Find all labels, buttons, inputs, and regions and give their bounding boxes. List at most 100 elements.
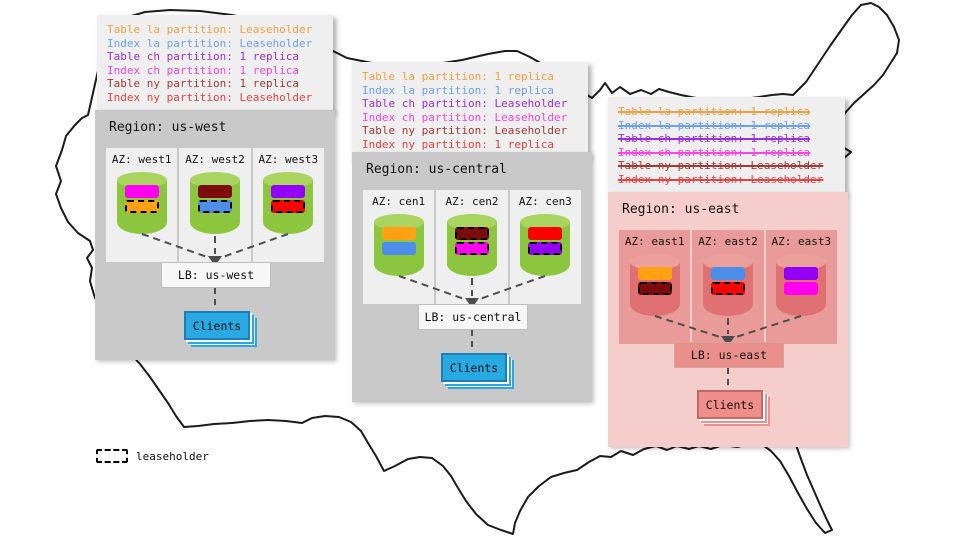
annotation-line: Table ch partition: 1 replica [618,132,811,145]
cylinder-top [263,172,314,188]
partition-bar [784,267,819,280]
region-title: Region: us-west [109,120,227,135]
annotation-line: Table ny partition: 1 replica [107,77,300,90]
cylinder-top [629,254,680,270]
annotation-line: Table la partition: 1 replica [362,70,555,83]
clients-label: Clients [192,318,242,333]
partition-bars [637,267,672,295]
partition-bars [710,267,745,295]
annotation-box-us-central: Table la partition: 1 replica Index la p… [352,62,588,159]
annotation-line: Index ny partition: 1 replica [362,137,555,151]
az-label: AZ: west1 [111,153,172,166]
annotation-line: Index ch partition: Leaseholder [362,110,568,124]
lb-label: LB: us-central [424,310,522,324]
az-box-west3: AZ: west3 [252,148,324,262]
partition-bar [381,227,416,240]
region-us-central: Region: us-central AZ: cen1 AZ: cen2 [352,152,592,402]
lb-label: LB: us-east [690,348,768,362]
az-box-east2: AZ: east2 [692,230,764,344]
region-us-west: Region: us-west AZ: west1 AZ: west2 [95,110,335,360]
legend-label: leaseholder [136,449,209,463]
partition-bar [710,282,745,295]
partition-bar [528,242,563,255]
annotation-line: Index la partition: 1 replica [618,118,811,132]
partition-bar [784,282,819,295]
partition-bars [124,185,159,213]
az-box-cen2: AZ: cen2 [436,190,508,304]
partition-bars [197,185,232,213]
partition-bar [454,242,489,255]
annotation-line: Index ch partition: 1 replica [618,145,811,159]
az-box-east3: AZ: east3 [765,230,837,344]
az-label: AZ: west2 [185,153,245,166]
az-row: AZ: east1 AZ: east2 [619,230,837,344]
cylinder-top [702,254,753,270]
partition-bars [454,227,489,255]
database-cylinder [776,254,827,316]
cylinder-top [776,254,827,270]
az-box-east1: AZ: east1 [619,230,691,344]
clients-box: Clients [184,311,250,340]
az-label: AZ: cen2 [445,195,499,208]
az-label: AZ: west3 [258,153,319,166]
legend: leaseholder [96,449,209,463]
annotation-line: Index ny partition: Leaseholder [618,172,824,186]
annotation-line: Table ny partition: Leaseholder [618,159,824,172]
az-label: AZ: east3 [771,235,832,248]
annotation-box-us-east: Table la partition: 1 replica Index la p… [608,97,845,194]
partition-bars [528,227,563,255]
database-cylinder [189,172,240,234]
az-box-cen3: AZ: cen3 [509,190,581,304]
database-cylinder [702,254,753,316]
annotation-line: Index ch partition: 1 replica [107,63,300,77]
annotation-line: Index la partition: 1 replica [362,83,555,97]
clients-box: Clients [697,390,763,419]
annotation-line: Table la partition: 1 replica [618,105,811,118]
partition-bars [784,267,819,295]
region-title: Region: us-central [366,162,507,177]
clients-box: Clients [441,353,507,382]
lb-box: LB: us-central [418,304,528,330]
annotation-line: Table ch partition: Leaseholder [362,97,568,110]
region-title: Region: us-east [622,202,740,217]
clients-label: Clients [705,397,755,412]
annotation-line: Table la partition: Leaseholder [107,23,313,36]
az-row: AZ: west1 AZ: west2 [106,148,324,262]
partition-bar [271,185,306,198]
partition-bars [381,227,416,255]
partition-bar [454,227,489,240]
database-cylinder [446,214,497,276]
region-us-east: Region: us-east AZ: east1 AZ: east2 [608,192,848,447]
partition-bar [528,227,563,240]
partition-bar [710,267,745,280]
partition-bar [124,200,159,213]
annotation-line: Table ny partition: Leaseholder [362,124,568,137]
database-cylinder [373,214,424,276]
partition-bars [271,185,306,213]
az-label: AZ: east1 [624,235,685,248]
database-cylinder [520,214,571,276]
clients-label: Clients [449,360,499,375]
annotation-line: Index ny partition: Leaseholder [107,90,313,104]
lb-label: LB: us-west [177,268,255,282]
partition-bar [197,185,232,198]
az-box-cen1: AZ: cen1 [363,190,435,304]
database-cylinder [116,172,167,234]
partition-bar [637,267,672,280]
az-box-west2: AZ: west2 [179,148,251,262]
annotation-line: Table ch partition: 1 replica [107,50,300,63]
cylinder-top [446,214,497,230]
lb-box: LB: us-east [674,342,784,368]
az-label: AZ: cen3 [518,195,572,208]
az-row: AZ: cen1 AZ: cen2 [363,190,581,304]
lb-box: LB: us-west [161,262,271,288]
cylinder-top [116,172,167,188]
annotation-line: Index la partition: Leaseholder [107,36,313,50]
database-cylinder [263,172,314,234]
partition-bar [197,200,232,213]
az-label: AZ: east2 [698,235,758,248]
az-box-west1: AZ: west1 [106,148,178,262]
partition-bar [637,282,672,295]
cylinder-top [189,172,240,188]
